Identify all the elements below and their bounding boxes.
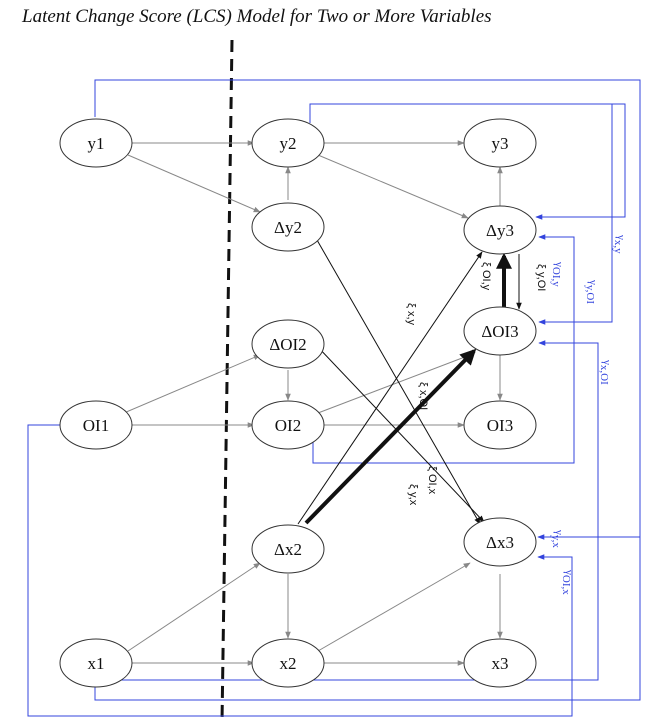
figure-title: Latent Change Score (LCS) Model for Two …: [22, 6, 492, 27]
node-label-dx2: Δx2: [274, 540, 302, 559]
arrow-y2-dy3: [317, 154, 469, 219]
node-label-y3: y3: [492, 134, 509, 153]
arrow-dy2-dx3: [316, 239, 481, 525]
node-y2: y2: [251, 118, 325, 168]
label-xi-y-x: ξ y,x: [407, 484, 419, 506]
time-divider-dashed-line: [220, 39, 234, 723]
arrow-oi1-doi2: [123, 354, 261, 414]
arrow-dx2-doi3-thick: [304, 348, 477, 525]
feedback-path-y-oi: [538, 104, 613, 325]
latent-nodes: y1 y2 y3 Δy2 Δy3 ΔOI2 ΔOI3 OI1 OI2 OI3 Δ…: [59, 118, 537, 688]
node-dx2: Δx2: [251, 524, 325, 574]
node-label-y2: y2: [280, 134, 297, 153]
structural-arrows: [123, 140, 503, 666]
label-gamma-x-y: γx,y: [612, 234, 627, 254]
node-x2: x2: [251, 638, 325, 688]
arrow-oi2-doi3: [317, 354, 471, 414]
arrow-x1-dx2: [127, 562, 261, 652]
feedback-path-oi2-dy3: [312, 234, 575, 464]
node-y1: y1: [59, 118, 133, 168]
node-label-doi3: ΔOI3: [481, 322, 518, 341]
feedback-path-x1-doi3: [119, 340, 599, 681]
feedback-paths: [27, 79, 641, 717]
node-label-dy2: Δy2: [274, 218, 302, 237]
feedback-path-oi1-dx3: [27, 424, 573, 717]
label-gamma-y-x: γy,x: [550, 529, 565, 548]
node-label-oi3: OI3: [487, 416, 513, 435]
node-oi1: OI1: [59, 400, 133, 450]
node-label-y1: y1: [88, 134, 105, 153]
node-oi3: OI3: [463, 400, 537, 450]
node-doi3: ΔOI3: [463, 306, 537, 356]
label-xi-oi-y: ξ OI,y: [480, 262, 492, 291]
label-xi-y-oi: ξ y,OI: [535, 264, 547, 291]
node-doi2: ΔOI2: [251, 319, 325, 369]
node-label-dx3: Δx3: [486, 533, 514, 552]
label-gamma-oi-x: γOI,x: [560, 569, 575, 595]
arrow-dx2-dy3: [297, 251, 483, 525]
label-xi-x-oi: ξ x,OI: [417, 382, 429, 410]
coupling-arrows: [297, 239, 522, 525]
node-label-doi2: ΔOI2: [269, 335, 306, 354]
label-xi-oi-x: ξ OI,x: [426, 466, 438, 495]
label-gamma-x-oi: γx,OI: [598, 359, 613, 385]
feedback-path-y2-dy3: [309, 103, 626, 220]
proportional-labels: γOI,y γx,y γy,OI γx,OI γy,x γOI,x: [550, 234, 627, 595]
node-label-x3: x3: [492, 654, 509, 673]
node-dy3: Δy3: [463, 205, 537, 255]
node-label-x2: x2: [280, 654, 297, 673]
label-gamma-oi-y: γOI,y: [550, 261, 565, 287]
node-label-oi2: OI2: [275, 416, 301, 435]
label-xi-x-y: ξ x,y: [405, 303, 417, 326]
node-oi2: OI2: [251, 400, 325, 450]
node-y3: y3: [463, 118, 537, 168]
thick-coupling-arrows: [304, 252, 512, 525]
label-gamma-y-oi: γy,OI: [584, 279, 599, 304]
coupling-labels: ξ OI,y ξ y,OI ξ x,y ξ x,OI ξ OI,x ξ y,x: [405, 262, 547, 506]
arrow-x2-dx3: [317, 562, 471, 652]
node-label-x1: x1: [88, 654, 105, 673]
node-dy2: Δy2: [251, 202, 325, 252]
node-x3: x3: [463, 638, 537, 688]
arrow-y1-dy2: [127, 154, 261, 213]
node-label-oi1: OI1: [83, 416, 109, 435]
node-label-dy3: Δy3: [486, 221, 514, 240]
node-x1: x1: [59, 638, 133, 688]
feedback-path-y1-dy3: [94, 79, 641, 538]
node-dx3: Δx3: [463, 517, 537, 567]
arrow-doi2-dx3: [315, 344, 485, 523]
